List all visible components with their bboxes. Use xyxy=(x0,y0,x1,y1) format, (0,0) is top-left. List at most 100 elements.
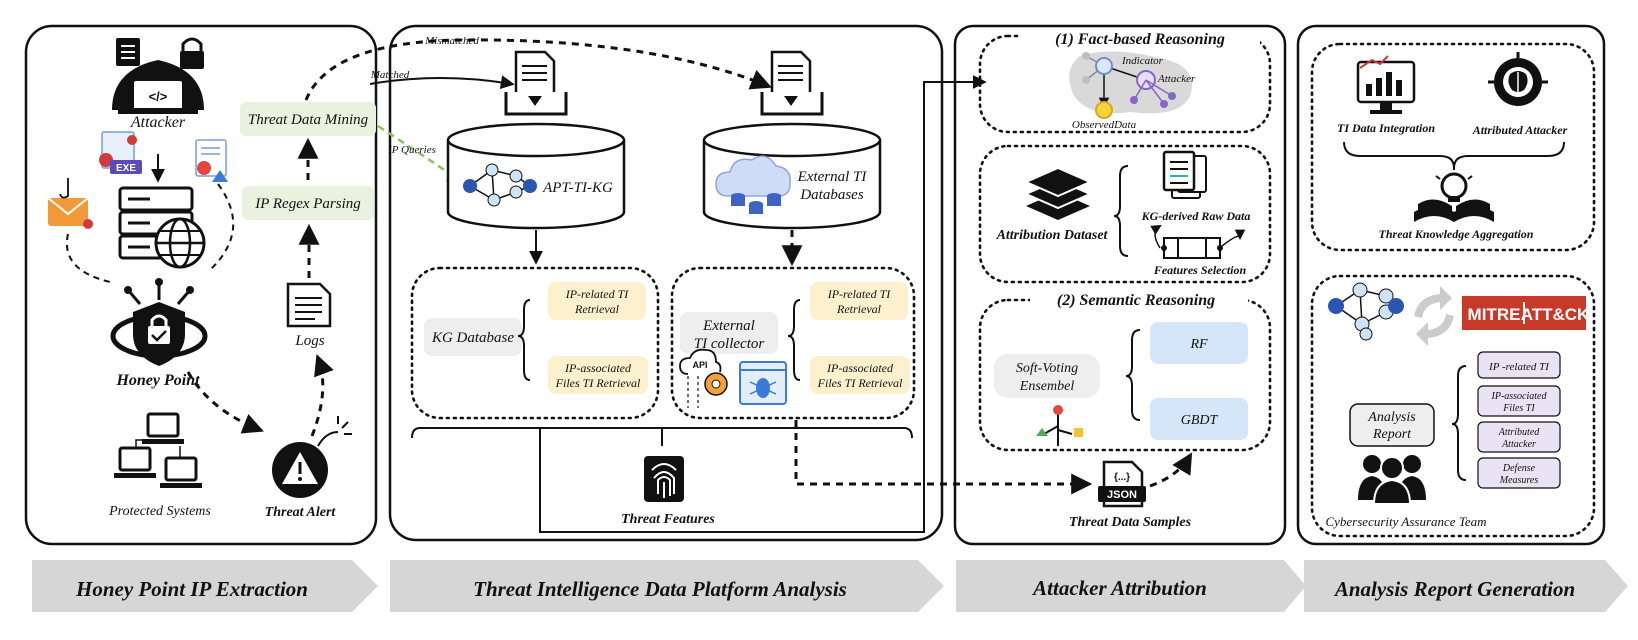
json-braces: {...} xyxy=(1114,472,1130,483)
kg-database-label: KG Database xyxy=(431,330,514,346)
ip-queries-label: IP Queries xyxy=(387,144,436,156)
fact-reasoning-title: (1) Fact-based Reasoning xyxy=(1055,31,1225,48)
rf-box xyxy=(1150,322,1248,364)
kg-ip-assoc-box xyxy=(548,356,648,394)
threat-data-mining-box xyxy=(240,102,376,136)
stage-label-4: Analysis Report Generation xyxy=(1333,577,1575,601)
attribution-dataset-label: Attribution Dataset xyxy=(996,228,1109,243)
exe-file-icon: EXE xyxy=(99,131,142,174)
kg-ip-related-box xyxy=(548,282,646,320)
soft-voting-box xyxy=(994,354,1100,398)
kg-database-box xyxy=(424,318,522,356)
stage-arrow-1 xyxy=(32,560,378,612)
report-item-1: IP -related TI xyxy=(1488,361,1550,373)
json-to-semantic-arrow xyxy=(1149,452,1193,488)
ext-ip-related-box xyxy=(810,282,908,320)
lock-icon xyxy=(180,37,204,69)
report-group xyxy=(1310,274,1596,538)
api-label: API xyxy=(692,360,707,370)
stage-arrow-4 xyxy=(1304,560,1628,612)
semantic-title-bg xyxy=(1030,290,1248,310)
ti-integration-label: TI Data Integration xyxy=(1337,121,1435,135)
web-bug-icon xyxy=(739,361,787,405)
ext-ip-related-label-2: Retrieval xyxy=(836,302,882,316)
dataset-group xyxy=(978,144,1272,284)
rf-label: RF xyxy=(1189,337,1208,352)
knowledge-graph-icon xyxy=(463,163,537,207)
features-selection-label: Features Selection xyxy=(1153,263,1247,277)
inbox-document-icon xyxy=(504,50,568,116)
external-collector-box xyxy=(680,312,778,354)
json-file-icon: {...} JSON xyxy=(1098,460,1146,508)
gbdt-box xyxy=(1150,398,1248,440)
knowledge-graph-icon xyxy=(1069,51,1192,119)
protected-systems-label: Protected Systems xyxy=(108,504,211,519)
report-item-4a: Defense xyxy=(1502,463,1536,474)
threat-data-mining-label: Threat Data Mining xyxy=(248,112,369,128)
book-lightbulb-icon xyxy=(1414,166,1494,222)
ip-regex-parsing-box xyxy=(242,186,374,220)
fingerprint-icon xyxy=(644,456,684,502)
document-icon xyxy=(116,38,140,66)
ip-regex-parsing-label: IP Regex Parsing xyxy=(254,196,361,212)
bug-dotted-curve xyxy=(209,183,235,271)
soft-voting-label-1: Soft-Voting xyxy=(1016,361,1078,376)
api-gear-icon: API xyxy=(679,348,728,408)
brain-icon xyxy=(1488,52,1548,106)
report-item-box xyxy=(1477,351,1561,379)
server-globe-icon xyxy=(118,186,206,269)
features-selection-icon xyxy=(1150,224,1246,259)
team-label: Cybersecurity Assurance Team xyxy=(1325,514,1486,529)
decision-tree-icon xyxy=(1036,405,1083,446)
kg-ip-related-label-1: IP-related TI xyxy=(565,287,630,301)
analysis-label-1: Analysis xyxy=(1367,410,1416,425)
fact-reasoning-group xyxy=(978,34,1272,134)
analysis-label-2: Report xyxy=(1372,427,1412,442)
external-label: External xyxy=(702,318,755,334)
semantic-reasoning-group xyxy=(978,298,1272,452)
fact-title-bg xyxy=(1020,28,1260,48)
external-retrieval-group xyxy=(670,266,916,420)
semantic-reasoning-title: (2) Semantic Reasoning xyxy=(1057,292,1215,309)
attributed-attacker-label: Attributed Attacker xyxy=(1472,123,1568,137)
apt-ti-kg-label: APT-TI-KG xyxy=(542,180,613,196)
kg-brace xyxy=(517,299,531,381)
ext-ip-assoc-label-1: IP-associated xyxy=(826,361,894,375)
dataset-brace xyxy=(1113,165,1129,257)
kg-raw-data-label: KG-derived Raw Data xyxy=(1141,209,1251,223)
kg-retrieval-group xyxy=(410,266,660,420)
kg-ip-related-label-2: Retrieval xyxy=(574,302,620,316)
threat-features-label: Threat Features xyxy=(621,512,715,527)
hacker-icon: </> xyxy=(112,60,204,114)
report-brace xyxy=(1451,365,1467,481)
exe-badge-text: EXE xyxy=(116,163,136,174)
ext-ip-related-label-1: IP-related TI xyxy=(827,287,892,301)
attacker-node-label: Attacker xyxy=(1157,73,1196,85)
stack-layers-icon xyxy=(1023,166,1093,220)
threat-alert-label: Threat Alert xyxy=(265,505,337,520)
analysis-report-box xyxy=(1349,403,1435,447)
logs-label: Logs xyxy=(294,333,324,349)
bomb-alert-icon xyxy=(272,416,352,498)
external-brace xyxy=(787,299,801,381)
attck-text: ATT&CK xyxy=(1521,305,1590,324)
svg-text:</>: </> xyxy=(149,89,168,104)
kg-ip-assoc-label-1: IP-associated xyxy=(564,361,632,375)
bug-document-icon xyxy=(195,139,228,182)
alert-to-logs-arrow xyxy=(310,354,334,437)
features-to-reasoning-arrow xyxy=(539,75,987,533)
report-item-3b: Attacker xyxy=(1501,439,1536,450)
soft-voting-label-2: Ensembel xyxy=(1019,379,1075,394)
gbdt-label: GBDT xyxy=(1181,413,1219,428)
aggregation-group xyxy=(1310,42,1596,252)
external-ti-label: External TI xyxy=(797,169,868,185)
stage-arrow-2 xyxy=(390,560,944,612)
ti-collector-label: TI collector xyxy=(694,336,765,352)
report-item-2b: Files TI xyxy=(1502,403,1535,414)
report-item-2a: IP-associated xyxy=(1491,391,1548,402)
cloud-database-icon xyxy=(715,155,791,214)
ext-ip-assoc-box xyxy=(810,356,910,394)
matched-arrow xyxy=(369,75,515,90)
shield-lock-icon xyxy=(110,278,208,366)
